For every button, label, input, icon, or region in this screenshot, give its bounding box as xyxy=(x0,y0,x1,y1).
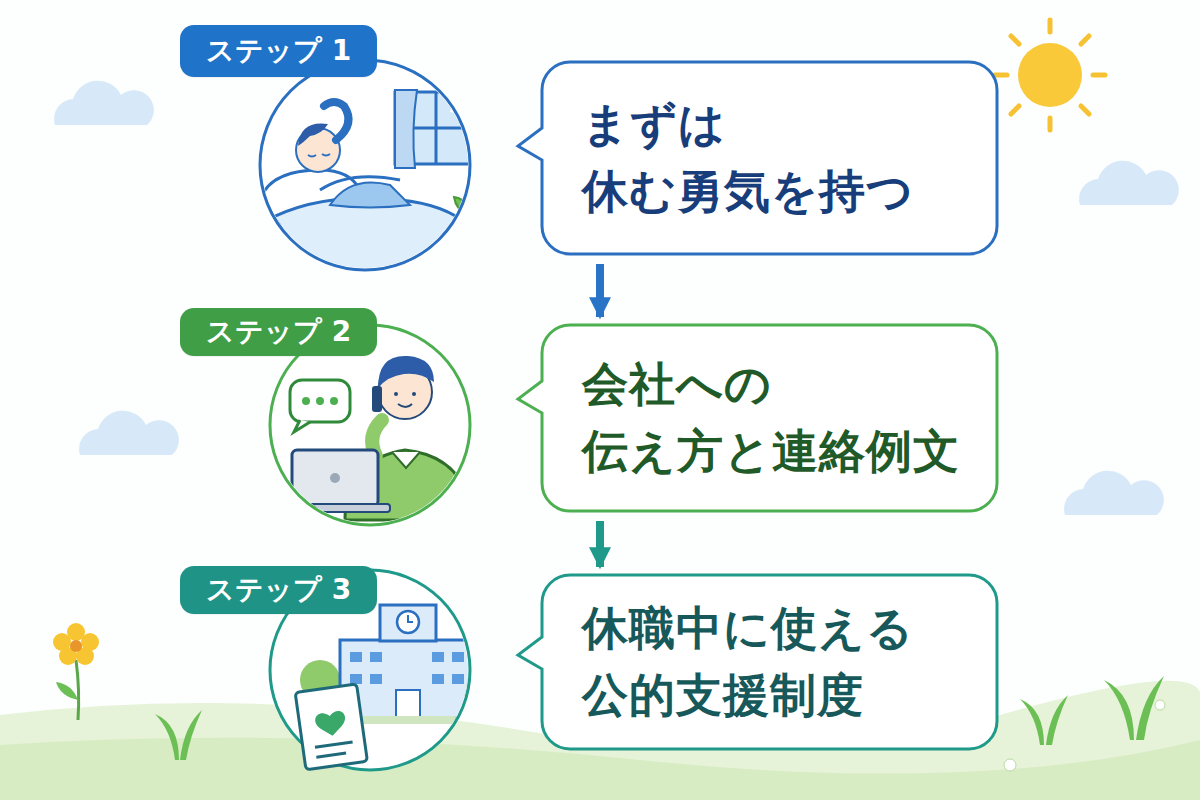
rest-illustration xyxy=(250,60,484,320)
cloud xyxy=(54,81,1179,515)
bubble-outline xyxy=(518,62,997,254)
bubble-outline xyxy=(542,575,997,749)
bubble-outline xyxy=(542,62,997,254)
flower xyxy=(53,623,99,720)
step-arrow xyxy=(596,264,604,317)
step-label: ステップ 1 xyxy=(206,32,351,70)
step-title: まずは 休む勇気を持つ xyxy=(582,91,977,224)
step-arrow xyxy=(596,521,604,567)
speech-bubble: 会社への 伝え方と連絡例文 xyxy=(542,325,997,511)
bubble-outline xyxy=(542,325,997,511)
step-title: 会社への 伝え方と連絡例文 xyxy=(582,351,977,484)
step-label: ステップ 3 xyxy=(206,571,351,609)
sun xyxy=(995,20,1105,130)
speech-bubble: まずは 休む勇気を持つ xyxy=(542,62,997,254)
step-badge: ステップ 1 xyxy=(180,25,377,77)
step-title: 休職中に使える 公的支援制度 xyxy=(582,595,977,728)
step-label: ステップ 2 xyxy=(206,313,351,351)
speech-bubble: 休職中に使える 公的支援制度 xyxy=(542,575,997,749)
step-badge: ステップ 2 xyxy=(180,308,377,356)
bubble-outline xyxy=(518,575,997,749)
bubble-outline xyxy=(518,325,997,511)
step-badge: ステップ 3 xyxy=(180,566,377,614)
